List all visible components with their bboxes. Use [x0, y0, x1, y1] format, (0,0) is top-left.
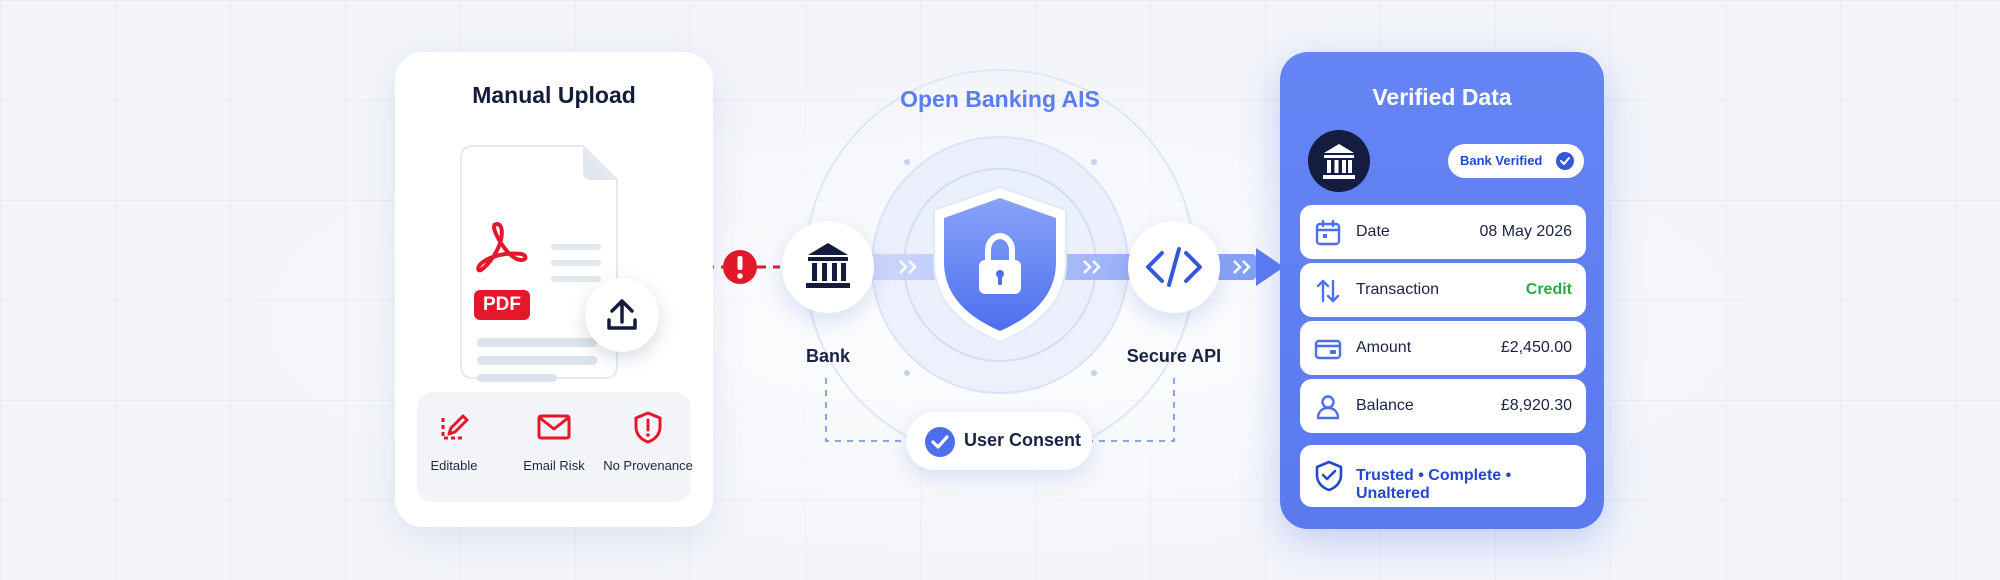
ring-dot	[904, 370, 910, 376]
row-value: Credit	[1525, 281, 1572, 298]
trust-label: Trusted • Complete • Unaltered	[1356, 467, 1512, 502]
ring-dot	[1091, 370, 1097, 376]
ring-dot	[1091, 159, 1097, 165]
trust-row: Trusted • Complete • Unaltered	[1300, 445, 1586, 507]
data-row-date: Date 08 May 2026	[1300, 205, 1586, 259]
user-consent-label: User Consent	[964, 430, 1082, 450]
beam-arrowhead	[1256, 248, 1284, 286]
row-label: Amount	[1356, 339, 1412, 356]
consent-connector	[825, 378, 906, 442]
shield-lock-icon	[933, 185, 1067, 344]
code-icon	[1146, 247, 1202, 287]
row-value: £2,450.00	[1500, 339, 1572, 356]
check-icon	[925, 427, 955, 457]
secure-api-label: Secure API	[1126, 346, 1222, 366]
transfer-icon	[1316, 279, 1340, 303]
data-row-balance: Balance £8,920.30	[1300, 379, 1586, 433]
risk-label: No Provenance	[603, 458, 693, 473]
document-sheet	[460, 145, 618, 382]
upload-icon	[607, 299, 637, 330]
alert-icon	[723, 250, 757, 284]
shield-alert-icon	[634, 411, 662, 444]
bank-label: Bank	[805, 346, 850, 366]
card-icon	[1314, 339, 1342, 360]
risk-label: Email Risk	[523, 458, 585, 473]
check-icon	[1556, 152, 1574, 170]
row-value: 08 May 2026	[1479, 223, 1572, 240]
data-row-transaction: Transaction Credit	[1300, 263, 1586, 317]
consent-connector	[1092, 378, 1175, 442]
bank-verified-badge: Bank Verified	[1448, 144, 1584, 178]
row-label: Balance	[1356, 397, 1414, 414]
shield-check-icon	[1315, 460, 1343, 492]
user-icon	[1316, 395, 1340, 420]
verified-data-card: Verified Data Bank Verified Date 08 May …	[1280, 52, 1604, 529]
pdf-badge: PDF	[474, 290, 530, 320]
bank-icon	[1323, 144, 1355, 179]
edit-icon	[441, 414, 469, 440]
user-consent-pill[interactable]: User Consent	[906, 412, 1092, 470]
risk-panel: Editable Email Risk No Provenance	[417, 392, 693, 502]
bank-avatar	[1308, 130, 1370, 192]
secure-api-node	[1128, 221, 1220, 313]
chevron-icon	[899, 260, 1251, 274]
manual-upload-title: Manual Upload	[472, 82, 636, 108]
row-label: Date	[1356, 223, 1390, 240]
calendar-icon	[1315, 219, 1341, 246]
risk-label: Editable	[430, 458, 478, 473]
bank-verified-label: Bank Verified	[1460, 153, 1543, 168]
verified-data-title: Verified Data	[1372, 84, 1512, 110]
data-row-amount: Amount £2,450.00	[1300, 321, 1586, 375]
manual-upload-card: Manual Upload PDF Edi	[395, 52, 713, 527]
email-icon	[537, 414, 571, 440]
bank-icon	[806, 243, 850, 288]
row-label: Transaction	[1356, 281, 1439, 298]
risk-provenance: No Provenance	[593, 410, 703, 473]
pdf-document: PDF	[457, 142, 657, 382]
bank-node	[782, 221, 874, 313]
row-value: £8,920.30	[1500, 397, 1572, 414]
pdf-icon	[476, 222, 528, 273]
risk-editable: Editable	[399, 410, 509, 473]
open-banking-title: Open Banking AIS	[900, 86, 1100, 112]
risk-email: Email Risk	[499, 410, 609, 473]
ring-dot	[904, 159, 910, 165]
upload-button[interactable]	[585, 278, 659, 352]
